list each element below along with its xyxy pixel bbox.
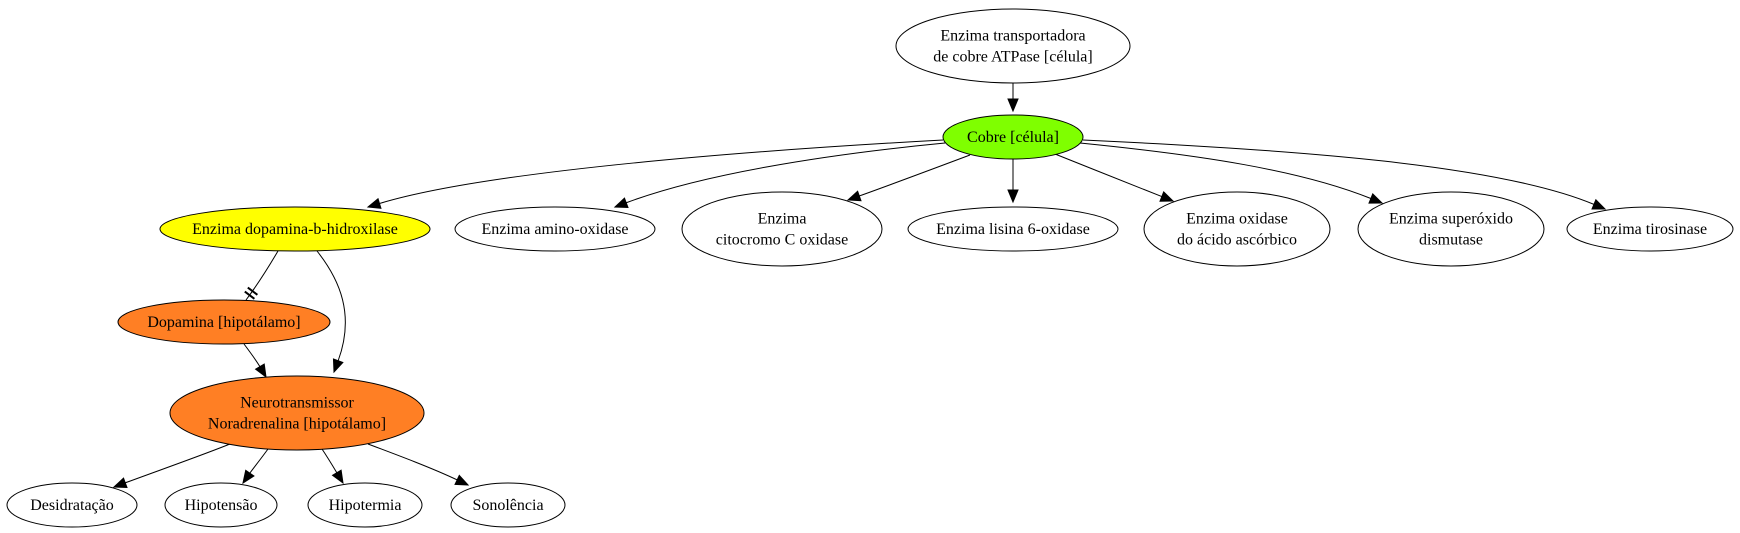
arrow-head	[846, 190, 862, 202]
node-ellipse	[117, 299, 331, 345]
node-ellipse	[942, 114, 1084, 160]
node-label: Dopamina [hipotálamo]	[147, 314, 300, 331]
node-label: Enzima superóxido	[1389, 211, 1513, 228]
arrow-head	[331, 469, 344, 485]
edge-dopamina-to-noradrenalina	[243, 343, 267, 379]
node-ellipse	[307, 482, 423, 528]
arrow-head	[1159, 191, 1175, 202]
node-label: Enzima lisina 6-oxidase	[936, 221, 1090, 238]
node-hipotensao: Hipotensão	[164, 482, 278, 528]
node-lisina: Enzima lisina 6-oxidase	[907, 206, 1119, 252]
inhibition-tee-mark	[244, 290, 255, 300]
edge-line	[1054, 153, 1163, 198]
node-ellipse	[1143, 191, 1331, 267]
edge-cobre-to-amino	[613, 142, 946, 208]
edge-dbh-to-dopamina	[244, 250, 279, 301]
arrow-head	[454, 474, 470, 486]
node-desidratacao: Desidratação	[6, 482, 138, 528]
node-label: de cobre ATPase [célula]	[933, 49, 1092, 66]
node-atpase: Enzima transportadora de cobre ATPase [cé…	[895, 8, 1131, 84]
edge-line	[249, 448, 269, 474]
edge-noradrenalina-to-desidratacao	[112, 443, 231, 489]
node-label: Enzima	[758, 211, 807, 228]
edge-line	[321, 448, 338, 473]
inhibition-tee-mark	[247, 286, 258, 296]
edge-line	[1082, 139, 1595, 205]
node-ascorbico: Enzima oxidase do ácido ascórbico	[1143, 191, 1331, 267]
edge-cobre-to-tirosinase	[1082, 139, 1607, 210]
node-hipotermia: Hipotermia	[307, 482, 423, 528]
node-ellipse	[169, 375, 425, 451]
node-label: dismutase	[1419, 232, 1483, 249]
edge-line	[243, 343, 261, 367]
arrow-head	[1007, 189, 1019, 204]
node-ellipse	[450, 482, 566, 528]
node-label: Hipotermia	[329, 497, 402, 514]
edge-line	[1079, 142, 1372, 199]
node-ellipse	[454, 206, 656, 252]
nodes-layer: Enzima transportadora de cobre ATPase [cé…	[6, 8, 1734, 528]
node-label: Cobre [célula]	[967, 129, 1059, 146]
node-ellipse	[159, 206, 431, 252]
arrow-head	[1591, 198, 1607, 210]
arrow-head	[1007, 98, 1019, 113]
node-label: Enzima oxidase	[1186, 211, 1288, 228]
edge-cobre-to-lisina	[1007, 159, 1019, 204]
node-citocromo: Enzima citocromo C oxidase	[681, 191, 883, 267]
arrow-head	[254, 363, 267, 379]
node-ellipse	[1357, 191, 1545, 267]
node-label: Sonolência	[472, 497, 543, 514]
node-ellipse	[6, 482, 138, 528]
edge-cobre-to-dbh	[366, 139, 944, 209]
arrow-head	[332, 358, 344, 374]
node-label: Hipotensão	[185, 497, 258, 514]
node-tirosinase: Enzima tirosinase	[1566, 206, 1734, 252]
node-amino: Enzima amino-oxidase	[454, 206, 656, 252]
edge-noradrenalina-to-hipotermia	[321, 448, 344, 485]
node-label: citocromo C oxidase	[716, 232, 848, 249]
edge-noradrenalina-to-sonolencia	[367, 443, 470, 486]
edge-line	[245, 250, 279, 301]
node-ellipse	[907, 206, 1119, 252]
arrow-head	[112, 477, 128, 489]
arrow-head	[1368, 192, 1384, 204]
node-ellipse	[164, 482, 278, 528]
node-superoxido: Enzima superóxido dismutase	[1357, 191, 1545, 267]
arrow-head	[366, 197, 382, 209]
edge-line	[125, 443, 231, 484]
node-ellipse	[895, 8, 1131, 84]
node-cobre: Cobre [célula]	[942, 114, 1084, 160]
node-sonolencia: Sonolência	[450, 482, 566, 528]
node-dopamina: Dopamina [hipotálamo]	[117, 299, 331, 345]
edge-cobre-to-citocromo	[846, 154, 971, 202]
node-dbh: Enzima dopamina-b-hidroxilase	[159, 206, 431, 252]
node-label: Noradrenalina [hipotálamo]	[208, 416, 386, 433]
edge-line	[367, 443, 458, 481]
node-ellipse	[1566, 206, 1734, 252]
edge-cobre-to-superoxido	[1079, 142, 1384, 204]
node-label: Neurotransmissor	[240, 395, 354, 412]
edges-layer	[112, 83, 1607, 489]
node-label: Enzima tirosinase	[1593, 221, 1707, 238]
node-label: Desidratação	[30, 497, 114, 514]
node-label: do ácido ascórbico	[1177, 232, 1297, 249]
node-ellipse	[681, 191, 883, 267]
edge-line	[379, 139, 944, 204]
node-label: Enzima transportadora	[940, 28, 1085, 45]
edge-noradrenalina-to-hipotensao	[242, 448, 269, 485]
node-label: Enzima dopamina-b-hidroxilase	[192, 221, 398, 238]
edge-line	[626, 142, 946, 204]
node-label: Enzima amino-oxidase	[481, 221, 628, 238]
edge-line	[316, 250, 346, 361]
edge-cobre-to-ascorbico	[1054, 153, 1175, 202]
edge-line	[859, 154, 971, 197]
arrow-head	[613, 197, 629, 208]
edge-dbh-to-noradrenalina	[316, 250, 346, 374]
edge-atpase-to-cobre	[1007, 83, 1019, 113]
arrow-head	[242, 469, 255, 485]
